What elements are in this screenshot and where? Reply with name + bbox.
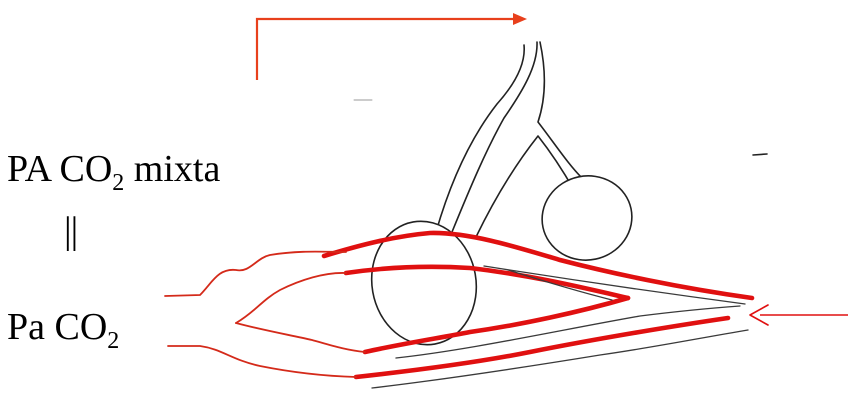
arterial-co2-prefix: Pa CO [7, 306, 107, 348]
blood-flow-arrow [750, 305, 848, 325]
bronchus-outer-left [436, 45, 524, 232]
alveolar-co2-suffix: mixta [124, 148, 220, 190]
vessel-thin-inner [236, 273, 346, 323]
airflow-out-line [257, 19, 515, 80]
vessel-thin-bottom [168, 346, 356, 377]
alveolar-co2-subscript: 2 [112, 170, 124, 196]
bronchus-outer-right [538, 42, 582, 178]
airflow-out-arrowhead [513, 13, 527, 25]
arterial-co2-label: Pa CO2 [7, 308, 119, 346]
arterial-co2-subscript: 2 [107, 328, 119, 354]
vessel-thin-lower [236, 323, 365, 352]
bronchus-inner-left [452, 42, 537, 232]
vessel-thin-top [165, 252, 346, 296]
stray-mark-right [753, 154, 767, 155]
alveolus-right [534, 168, 639, 269]
capillary-thin-lines [165, 252, 365, 377]
alveolar-co2-label: PA CO2 mixta [7, 150, 220, 188]
alveolar-co2-prefix: PA CO [7, 148, 112, 190]
airflow-out-arrow [257, 13, 527, 80]
equality-mark: || [64, 212, 77, 250]
